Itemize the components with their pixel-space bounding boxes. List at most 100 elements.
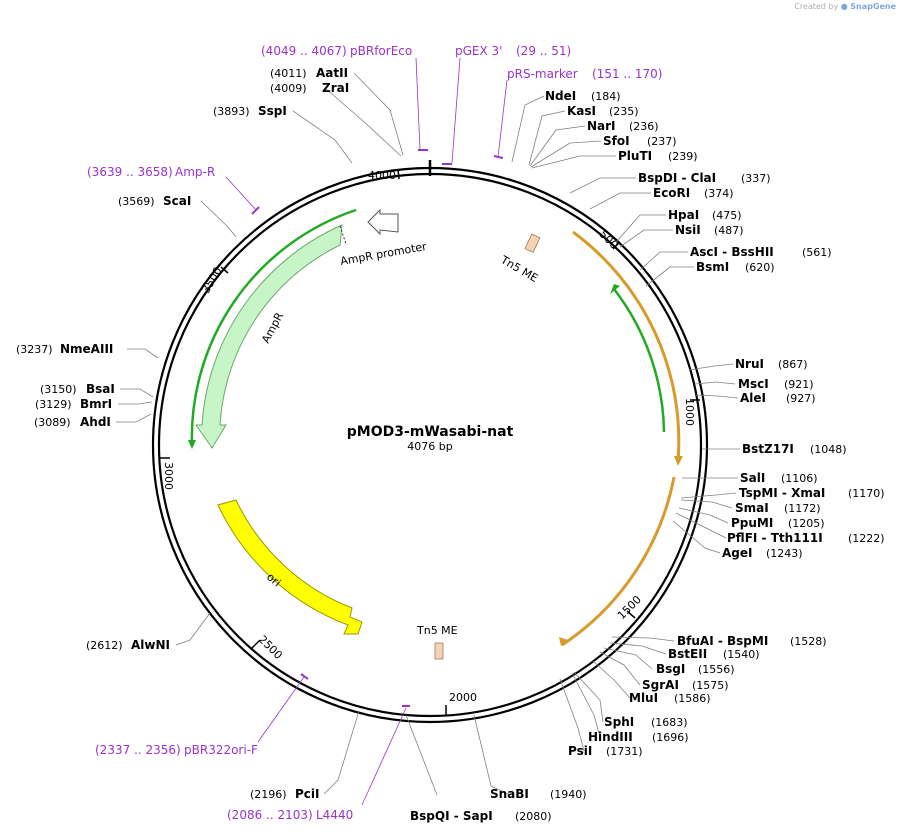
- site-mlui[interactable]: MluI(1586): [629, 691, 711, 705]
- site-label: BsaI: [86, 382, 115, 396]
- primer-name: Amp-R: [175, 165, 215, 179]
- site-nari[interactable]: NarI(236): [587, 119, 659, 133]
- primer-name: pBRforEco: [350, 44, 412, 58]
- site-alwni[interactable]: (2612)AlwNI: [86, 638, 170, 652]
- site-smai[interactable]: SmaI(1172): [735, 501, 821, 515]
- site-pflfi-tth111i[interactable]: PflFI - Tth111I(1222): [727, 531, 885, 545]
- site-position: (4009): [270, 82, 307, 95]
- primer-range: (2086 .. 2103): [227, 808, 313, 822]
- site-bspdi-clai[interactable]: BspDI - ClaI(337): [638, 171, 771, 185]
- site-bsgi[interactable]: BsgI(1556): [656, 662, 735, 676]
- orange-arrowhead-2-icon: [559, 637, 568, 646]
- site-pluti[interactable]: PluTI(239): [618, 149, 698, 163]
- site-ahdi[interactable]: (3089)AhdI: [34, 415, 111, 429]
- site-hindiii[interactable]: HindIII(1696): [588, 730, 689, 744]
- orange-arrowhead-1-icon: [674, 456, 683, 466]
- site-scai[interactable]: (3569) ScaI: [118, 194, 191, 208]
- site-label: AhdI: [80, 415, 111, 429]
- feature-tn5-me-2[interactable]: [434, 642, 444, 660]
- site-agei[interactable]: AgeI(1243): [722, 546, 803, 560]
- tick-3000: 3000: [160, 457, 175, 490]
- site-position: (921): [784, 378, 814, 391]
- site-position: (1683): [651, 716, 688, 729]
- site-label: BsmI: [696, 260, 729, 274]
- site-ecori[interactable]: EcoRI(374): [653, 186, 734, 200]
- site-sphi[interactable]: SphI(1683): [604, 715, 688, 729]
- green-arrowhead-icon: [610, 284, 620, 294]
- site-tspmi-xmai[interactable]: TspMI - XmaI(1170): [739, 486, 885, 500]
- site-kasi[interactable]: KasI(235): [567, 104, 639, 118]
- site-position: (1940): [550, 788, 587, 801]
- site-ndei[interactable]: NdeI(184): [545, 89, 621, 103]
- site-psii[interactable]: PsiI(1731): [568, 744, 643, 758]
- primer-pbr322ori-f[interactable]: (2337 .. 2356) pBR322ori-F: [95, 673, 309, 757]
- site-bsmi[interactable]: BsmI (620): [696, 260, 775, 274]
- site-bsai[interactable]: (3150) BsaI: [40, 382, 115, 396]
- site-hpai[interactable]: HpaI(475): [668, 208, 742, 222]
- site-position: (1172): [784, 502, 821, 515]
- site-pcii[interactable]: (2196)PciI: [250, 787, 320, 801]
- tick-2500: 2500: [251, 633, 285, 662]
- site-position: (620): [745, 261, 775, 274]
- feature-label-ampr: AmpR: [259, 310, 286, 345]
- site-bstz17i[interactable]: BstZ17I(1048): [742, 442, 847, 456]
- site-position: (487): [714, 224, 744, 237]
- marker-arc-green[interactable]: [613, 288, 666, 433]
- site-position: (1731): [606, 745, 643, 758]
- site-position: (3129): [35, 398, 72, 411]
- site-bspqi-sapi[interactable]: BspQI - SapI(2080): [410, 809, 552, 823]
- restriction-sites: (4011)AatII (4009) ZraI (3893)SspI (3569)…: [16, 66, 885, 823]
- primer-pbrforeco[interactable]: (4049 .. 4067) pBRforEco: [261, 44, 428, 151]
- site-position: (3569): [118, 195, 155, 208]
- primer-name: pBR322ori-F: [184, 743, 258, 757]
- site-label: SnaBI: [490, 787, 529, 801]
- site-label: TspMI - XmaI: [739, 486, 825, 500]
- site-sgrai[interactable]: SgrAI(1575): [642, 678, 729, 692]
- site-nsii[interactable]: NsiI(487): [675, 223, 744, 237]
- cds-arc-orange-2[interactable]: [561, 476, 676, 647]
- site-nrui[interactable]: NruI(867): [735, 357, 808, 371]
- site-sali[interactable]: SalI(1106): [740, 471, 818, 485]
- site-position: (237): [647, 135, 677, 148]
- site-position: (3237): [16, 343, 53, 356]
- tick-2000: 2000: [445, 691, 477, 715]
- site-sspi[interactable]: (3893)SspI: [213, 104, 287, 118]
- site-position: (3150): [40, 383, 77, 396]
- site-bfuai-bspmi[interactable]: BfuAI - BspMI(1528): [677, 634, 827, 648]
- primer-l4440[interactable]: (2086 .. 2103) L4440: [227, 705, 410, 822]
- site-ppumi[interactable]: PpuMI(1205): [731, 516, 825, 530]
- site-position: (867): [778, 358, 808, 371]
- feature-ampr-promoter[interactable]: [367, 208, 399, 236]
- site-label: SfoI: [603, 134, 630, 148]
- cds-arc-orange-1[interactable]: [572, 230, 681, 463]
- site-position: (3893): [213, 105, 250, 118]
- site-msci[interactable]: MscI(921): [738, 377, 814, 391]
- primer-amp-r[interactable]: (3639 .. 3658) Amp-R: [87, 165, 260, 215]
- site-label: BsgI: [656, 662, 685, 676]
- site-asci-bsshii[interactable]: AscI - BssHII(561): [690, 245, 832, 259]
- site-zrai[interactable]: (4009) ZraI: [270, 81, 349, 95]
- site-snabi[interactable]: SnaBI (1940): [490, 787, 587, 801]
- primer-pgex3[interactable]: pGEX 3' (29 .. 51): [442, 44, 571, 165]
- site-aatii[interactable]: (4011)AatII: [270, 66, 348, 80]
- feature-ori[interactable]: [217, 499, 363, 635]
- feature-tn5-me-1[interactable]: [524, 233, 541, 253]
- site-bsteii[interactable]: BstEII(1540): [668, 647, 760, 661]
- site-alei[interactable]: AleI(927): [740, 391, 816, 405]
- site-position: (374): [704, 187, 734, 200]
- site-label: PluTI: [618, 149, 652, 163]
- site-bmri[interactable]: (3129)BmrI: [35, 397, 112, 411]
- ampr-promoter-boundary: [339, 225, 347, 245]
- site-label: NarI: [587, 119, 616, 133]
- plasmid-name: pMOD3-mWasabi-nat: [347, 424, 514, 440]
- site-position: (184): [591, 90, 621, 103]
- feature-ampr[interactable]: [195, 224, 343, 449]
- site-position: (1528): [790, 635, 827, 648]
- primer-prs-marker[interactable]: pRS-marker (151 .. 170): [493, 67, 662, 159]
- site-label: ScaI: [163, 194, 191, 208]
- site-nmeaiii[interactable]: (3237)NmeAIII: [16, 342, 113, 356]
- primer-range: (151 .. 170): [592, 67, 662, 81]
- site-sfoi[interactable]: SfoI (237): [603, 134, 677, 148]
- site-label: ZraI: [322, 81, 349, 95]
